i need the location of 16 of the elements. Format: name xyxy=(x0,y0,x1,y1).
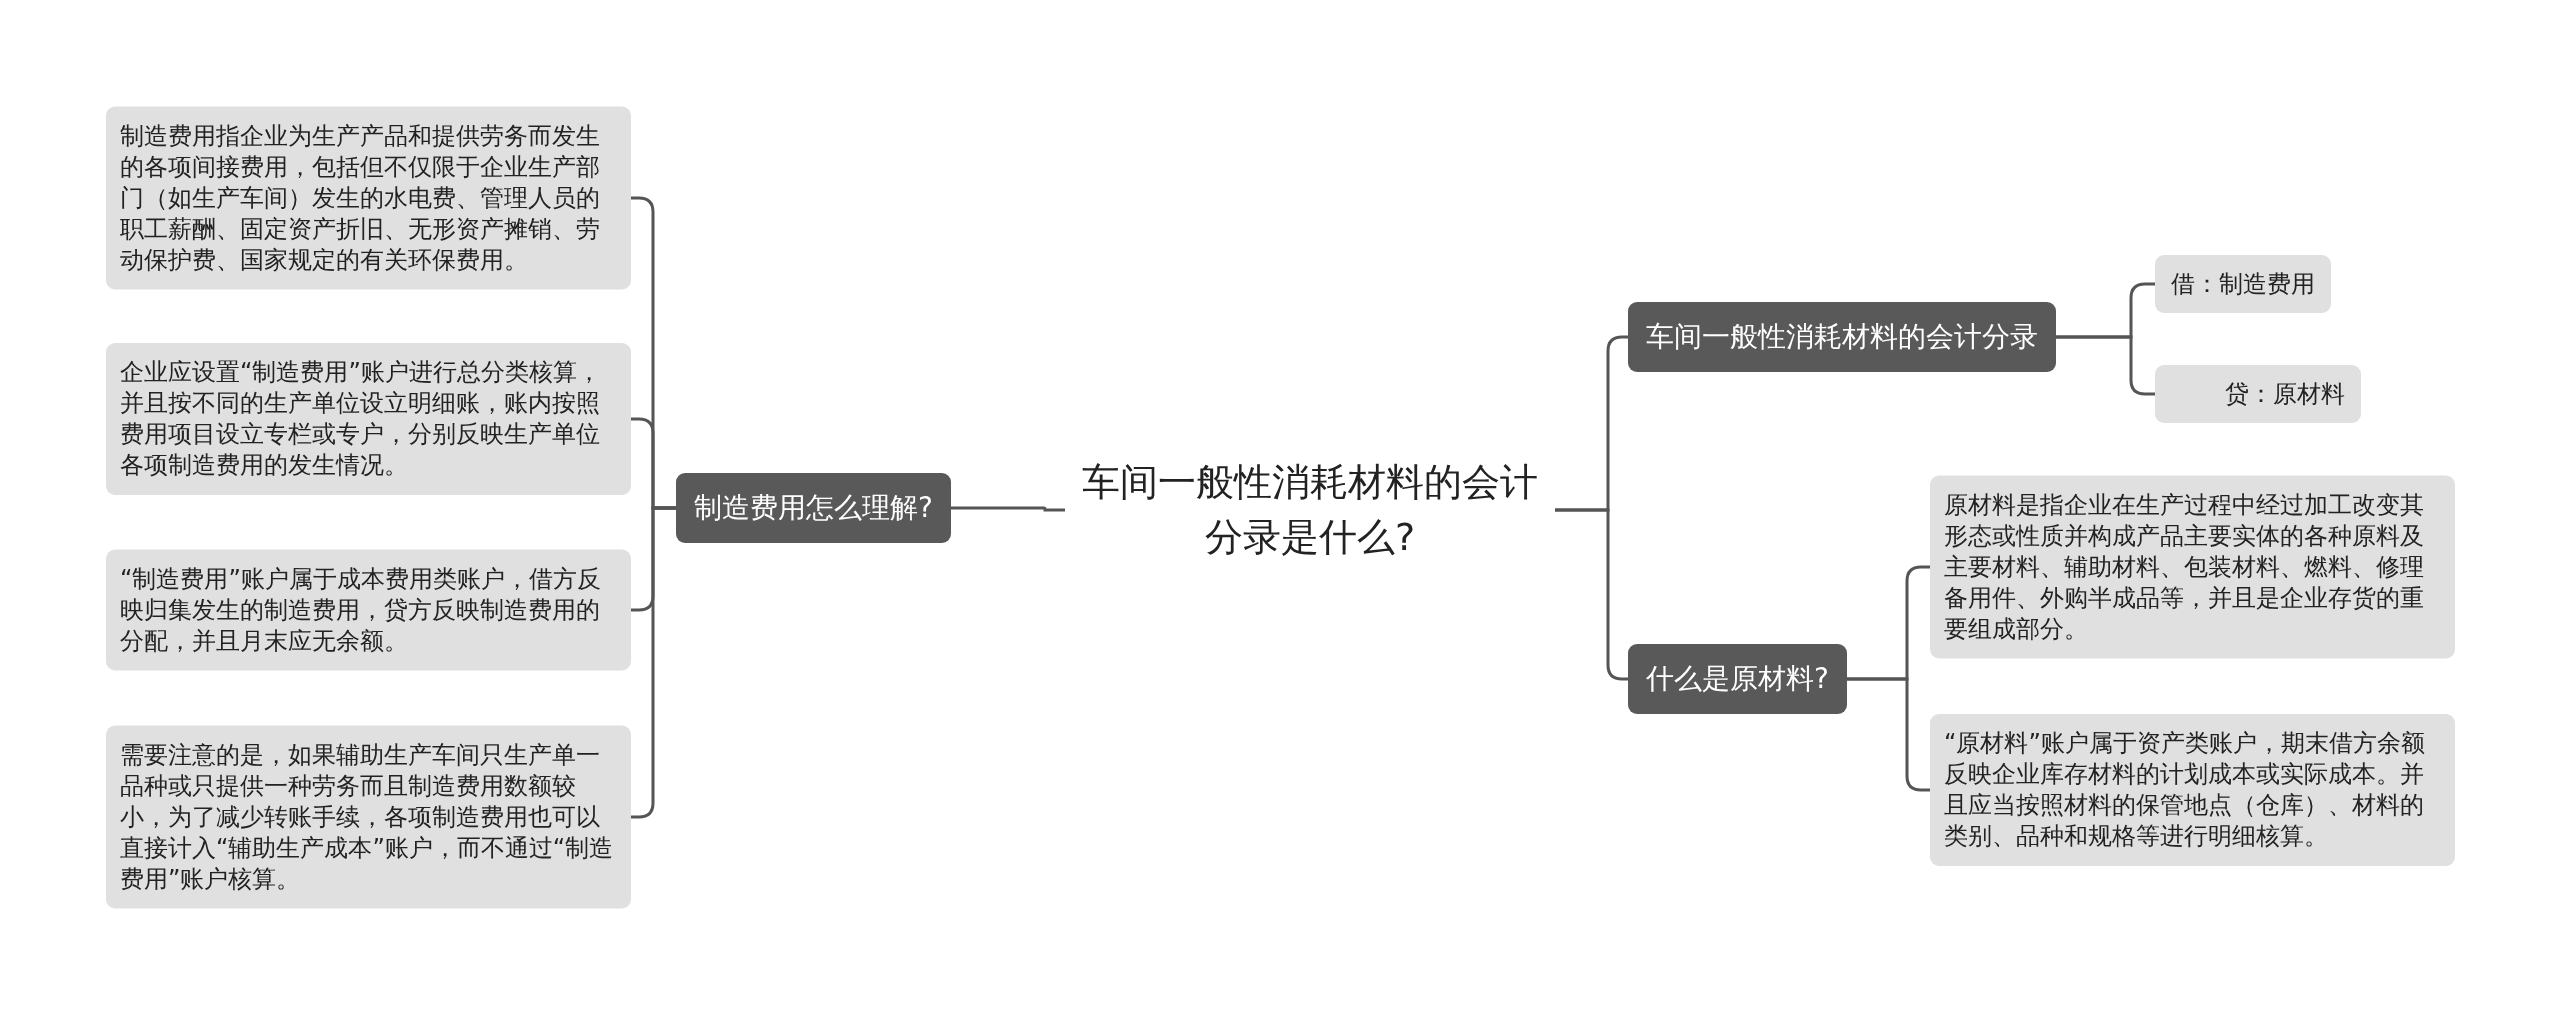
note-box: 借：制造费用 xyxy=(2155,255,2331,313)
connector-line xyxy=(950,506,1065,512)
note-box: 贷：原材料 xyxy=(2155,365,2361,423)
note-box: “原材料”账户属于资产类账户，期末借方余额反映企业库存材料的计划成本或实际成本。并且应当按照材料的保管地点（仓库）、材料的类别、品种和规格等进行明细核算。 xyxy=(1930,714,2455,866)
note-box: “制造费用”账户属于成本费用类账户，借方反映归集发生的制造费用，贷方反映制造费用的分配，并且月末应无余额。 xyxy=(106,549,631,671)
connector-line xyxy=(1846,677,1930,792)
connector-line xyxy=(631,506,676,819)
topic-box: 什么是原材料? xyxy=(1628,644,1847,714)
note-box: 原材料是指企业在生产过程中经过加工改变其形态或性质并构成产品主要实体的各种原料及主要材料、辅助材料、包装材料、燃料、修理备用件、外购半成品等，并且是企业存货的重要组成部分。 xyxy=(1930,475,2455,659)
connector-line xyxy=(2056,335,2155,396)
note-box: 需要注意的是，如果辅助生产车间只生产单一品种或只提供一种劳务而且制造费用数额较小，为了减少转账手续，各项制造费用也可以直接计入“辅助生产成本”账户，而不通过“制造费用”账户核算。 xyxy=(106,725,631,909)
note-box: 制造费用指企业为生产产品和提供劳务而发生的各项间接费用，包括但不仅限于企业生产部门（如生产车间）发生的水电费、管理人员的职工薪酬、固定资产折旧、无形资产摊销、劳动保护费、国家规定的有关环保费用。 xyxy=(106,106,631,290)
topic-box: 制造费用怎么理解? xyxy=(676,473,951,543)
note-box: 企业应设置“制造费用”账户进行总分类核算，并且按不同的生产单位设立明细账，账内按照费用项目设立专栏或专户，分别反映生产单位各项制造费用的发生情况。 xyxy=(106,343,631,495)
central-topic: 车间一般性消耗材料的会计分录是什么? xyxy=(1065,454,1555,566)
topic-box: 车间一般性消耗材料的会计分录 xyxy=(1628,302,2056,372)
